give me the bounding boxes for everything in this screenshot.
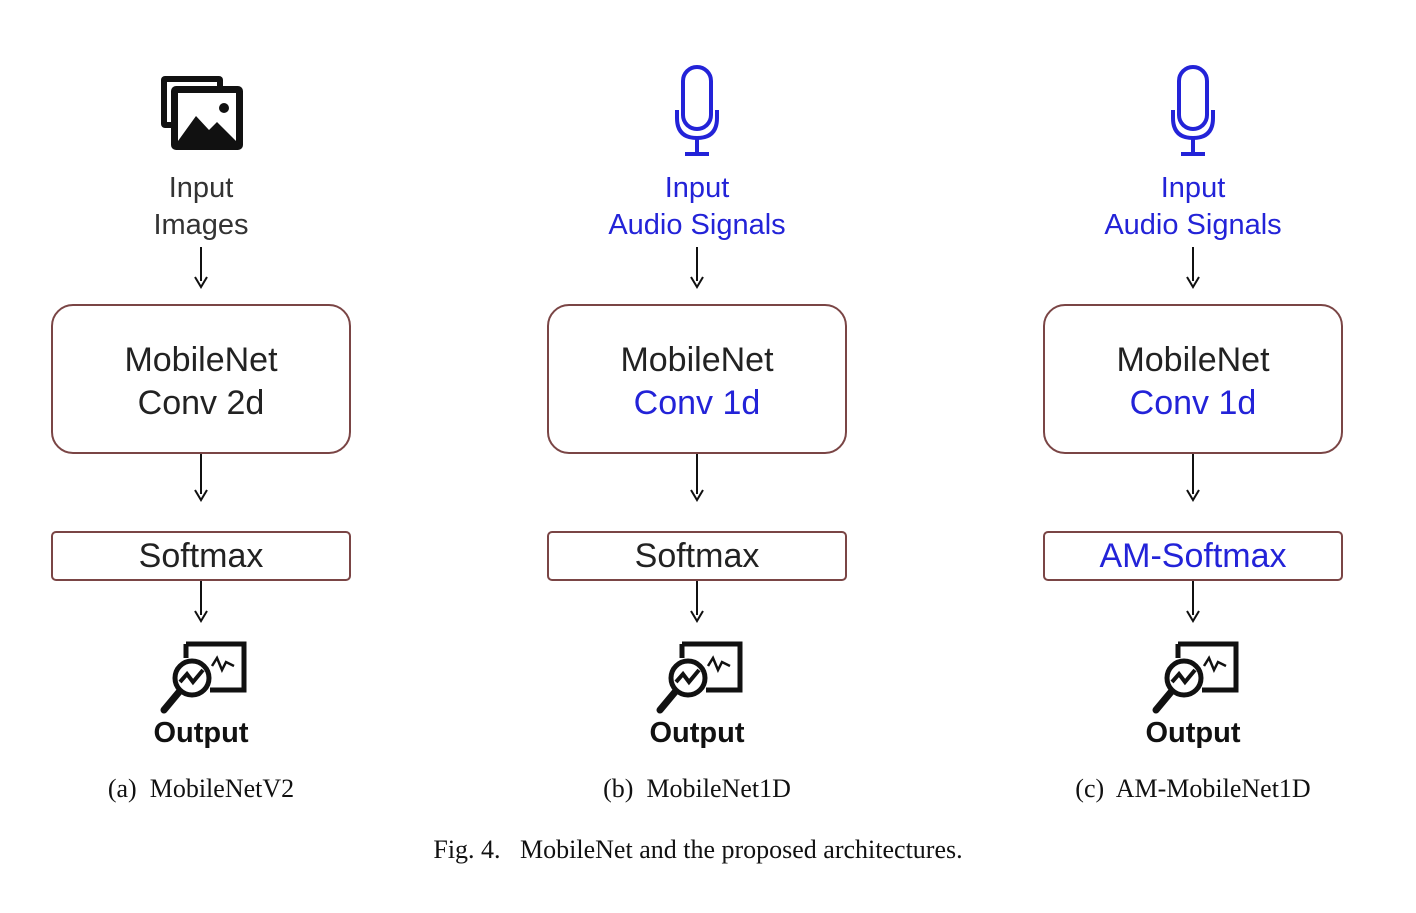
- figure-caption: Fig. 4. MobileNet and the proposed archi…: [433, 835, 963, 864]
- subcaption: (c) AM-MobileNet1D: [1075, 774, 1311, 803]
- microphone-icon: [1171, 65, 1215, 156]
- analytics-monitor-icon: [1152, 641, 1239, 714]
- output-label: Output: [153, 717, 249, 749]
- panel-a: Input Images MobileNet Conv 2d Softmax O…: [51, 0, 351, 913]
- input-label-line1: Input: [1160, 172, 1226, 204]
- input-label-line1: Input: [168, 172, 234, 204]
- input-label-line2: Audio Signals: [1104, 209, 1282, 241]
- input-label-line1: Input: [664, 172, 730, 204]
- arrow-conv-to-softmax: [1186, 454, 1200, 502]
- arrow-softmax-to-output: [1186, 581, 1200, 623]
- conv-block-line1: MobileNet: [620, 341, 774, 379]
- arrow-input-to-conv: [194, 247, 208, 289]
- conv-block-line2: Conv 1d: [1129, 384, 1257, 422]
- input-label-line2: Audio Signals: [608, 209, 786, 241]
- input-label: Input Audio Signals: [1043, 170, 1343, 244]
- arrow-input-to-conv: [690, 247, 704, 289]
- conv-block-line2: Conv 2d: [137, 384, 265, 422]
- softmax-block: Softmax: [51, 531, 351, 581]
- arrow-softmax-to-output: [690, 581, 704, 623]
- panel-c: Input Audio Signals MobileNet Conv 1d AM…: [1043, 0, 1343, 913]
- conv-block: MobileNet Conv 2d: [51, 304, 351, 454]
- input-label: Input Images: [51, 170, 351, 244]
- analytics-monitor-icon: [160, 641, 247, 714]
- conv-block-line1: MobileNet: [1116, 341, 1270, 379]
- output-label: Output: [1145, 717, 1241, 749]
- arrow-softmax-to-output: [194, 581, 208, 623]
- arrow-conv-to-softmax: [690, 454, 704, 502]
- microphone-icon: [675, 65, 719, 156]
- subcaption: (b) MobileNet1D: [603, 774, 791, 803]
- subcaption: (a) MobileNetV2: [107, 774, 295, 803]
- conv-block-line1: MobileNet: [124, 341, 278, 379]
- panel-b: Input Audio Signals MobileNet Conv 1d So…: [547, 0, 847, 913]
- am-softmax-block: AM-Softmax: [1043, 531, 1343, 581]
- output-label: Output: [649, 717, 745, 749]
- conv-block: MobileNet Conv 1d: [547, 304, 847, 454]
- conv-block-line2: Conv 1d: [633, 384, 761, 422]
- input-label-line2: Images: [153, 209, 249, 241]
- image-stack-icon: [161, 76, 243, 150]
- arrow-conv-to-softmax: [194, 454, 208, 502]
- softmax-block: Softmax: [547, 531, 847, 581]
- analytics-monitor-icon: [656, 641, 743, 714]
- input-label: Input Audio Signals: [547, 170, 847, 244]
- conv-block: MobileNet Conv 1d: [1043, 304, 1343, 454]
- arrow-input-to-conv: [1186, 247, 1200, 289]
